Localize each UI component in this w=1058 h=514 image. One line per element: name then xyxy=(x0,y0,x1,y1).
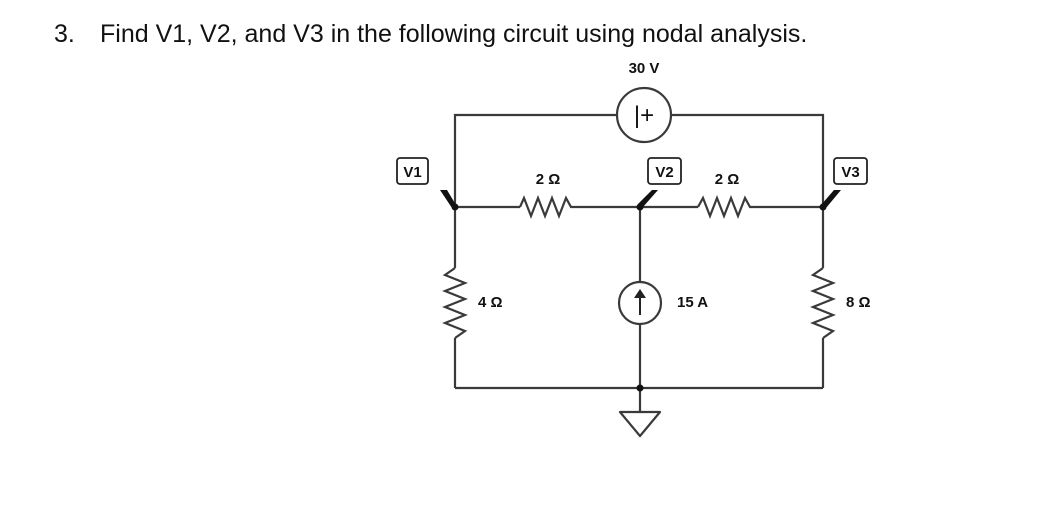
label-r-v2-v3: 2 Ω xyxy=(715,171,740,188)
question-number: 3. xyxy=(54,20,75,48)
resistor-v1-v2 xyxy=(518,194,575,220)
label-r-v1-v2: 2 Ω xyxy=(536,171,561,188)
question-text: Find V1, V2, and V3 in the following cir… xyxy=(100,20,808,48)
current-source xyxy=(617,280,663,326)
node-label-v1: V1 xyxy=(403,164,421,181)
voltage-source-label: 30 V xyxy=(629,60,660,77)
ground-icon xyxy=(618,410,662,438)
resistor-v2-v3 xyxy=(697,194,755,220)
node-label-v2: V2 xyxy=(655,164,673,181)
node-probe-v1: V1 xyxy=(396,157,456,208)
junction-dot-ground xyxy=(636,384,644,392)
node-probe-v3: V3 xyxy=(821,157,868,208)
voltage-source: |+ xyxy=(615,86,673,144)
label-r-v3-gnd: 8 Ω xyxy=(846,294,871,311)
top-wire xyxy=(453,113,825,207)
resistor-v3-gnd xyxy=(810,267,836,339)
question: 3. Find V1, V2, and V3 in the following c… xyxy=(54,18,807,50)
node-probe-v2: V2 xyxy=(638,157,682,207)
current-source-label: 15 A xyxy=(677,294,708,311)
label-r-v1-gnd: 4 Ω xyxy=(478,294,503,311)
resistor-v1-gnd xyxy=(442,267,468,339)
node-label-v3: V3 xyxy=(841,164,859,181)
voltage-source-symbol: |+ xyxy=(634,102,654,129)
